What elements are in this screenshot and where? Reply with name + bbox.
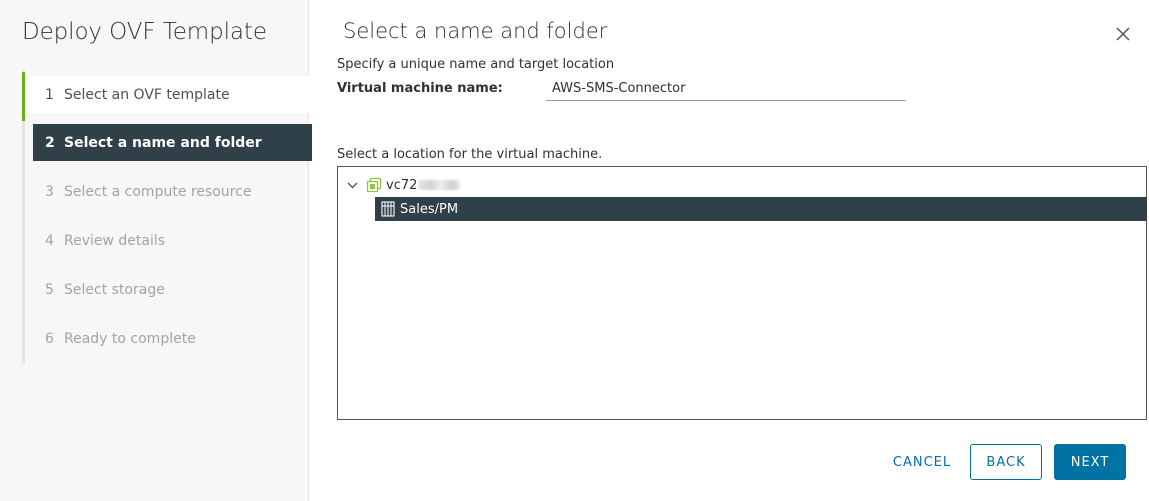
tree-node-folder-sales-pm[interactable]: Sales/PM bbox=[375, 197, 1147, 221]
close-icon bbox=[1116, 27, 1130, 41]
chevron-down-icon[interactable] bbox=[346, 179, 359, 192]
step-number: 3 bbox=[45, 183, 54, 200]
cancel-button[interactable]: CANCEL bbox=[884, 444, 960, 480]
step-label: Ready to complete bbox=[64, 330, 196, 347]
wizard-steps: 1 Select an OVF template 2 Select a name… bbox=[22, 70, 312, 364]
tree-node-label: vc72 bbox=[386, 177, 418, 193]
wizard-title: Deploy OVF Template bbox=[22, 19, 267, 45]
vm-name-input[interactable] bbox=[546, 76, 906, 101]
tree-node-vcenter[interactable]: vc72 bbox=[346, 173, 461, 197]
step-label: Select a name and folder bbox=[64, 134, 262, 151]
location-label: Select a location for the virtual machin… bbox=[337, 147, 603, 162]
step-review-details: 4 Review details bbox=[25, 222, 309, 259]
step-number: 5 bbox=[45, 281, 54, 298]
vcenter-icon bbox=[366, 177, 382, 193]
tree-node-label: Sales/PM bbox=[400, 201, 459, 217]
step-label: Select an OVF template bbox=[64, 86, 230, 103]
vm-name-label: Virtual machine name: bbox=[337, 81, 503, 96]
location-tree[interactable]: vc72 Sales/PM bbox=[337, 166, 1147, 420]
page-title: Select a name and folder bbox=[343, 19, 608, 43]
step-number: 6 bbox=[45, 330, 54, 347]
page-subtitle: Specify a unique name and target locatio… bbox=[337, 57, 615, 72]
step-select-compute-resource: 3 Select a compute resource bbox=[25, 173, 309, 210]
step-number: 4 bbox=[45, 232, 54, 249]
step-label: Select a compute resource bbox=[64, 183, 252, 200]
step-select-storage: 5 Select storage bbox=[25, 271, 309, 308]
next-button[interactable]: NEXT bbox=[1054, 444, 1126, 480]
step-select-ovf-template[interactable]: 1 Select an OVF template bbox=[22, 72, 309, 121]
step-number: 2 bbox=[45, 134, 55, 151]
redacted-text bbox=[418, 180, 461, 190]
step-number: 1 bbox=[45, 86, 54, 103]
close-button[interactable] bbox=[1113, 24, 1133, 44]
step-ready-to-complete: 6 Ready to complete bbox=[25, 320, 309, 357]
wizard-sidebar: Deploy OVF Template 1 Select an OVF temp… bbox=[0, 0, 312, 501]
step-label: Select storage bbox=[64, 281, 165, 298]
back-button[interactable]: BACK bbox=[970, 444, 1042, 480]
step-label: Review details bbox=[64, 232, 166, 249]
folder-icon bbox=[381, 201, 395, 217]
step-select-name-folder[interactable]: 2 Select a name and folder bbox=[33, 124, 312, 161]
